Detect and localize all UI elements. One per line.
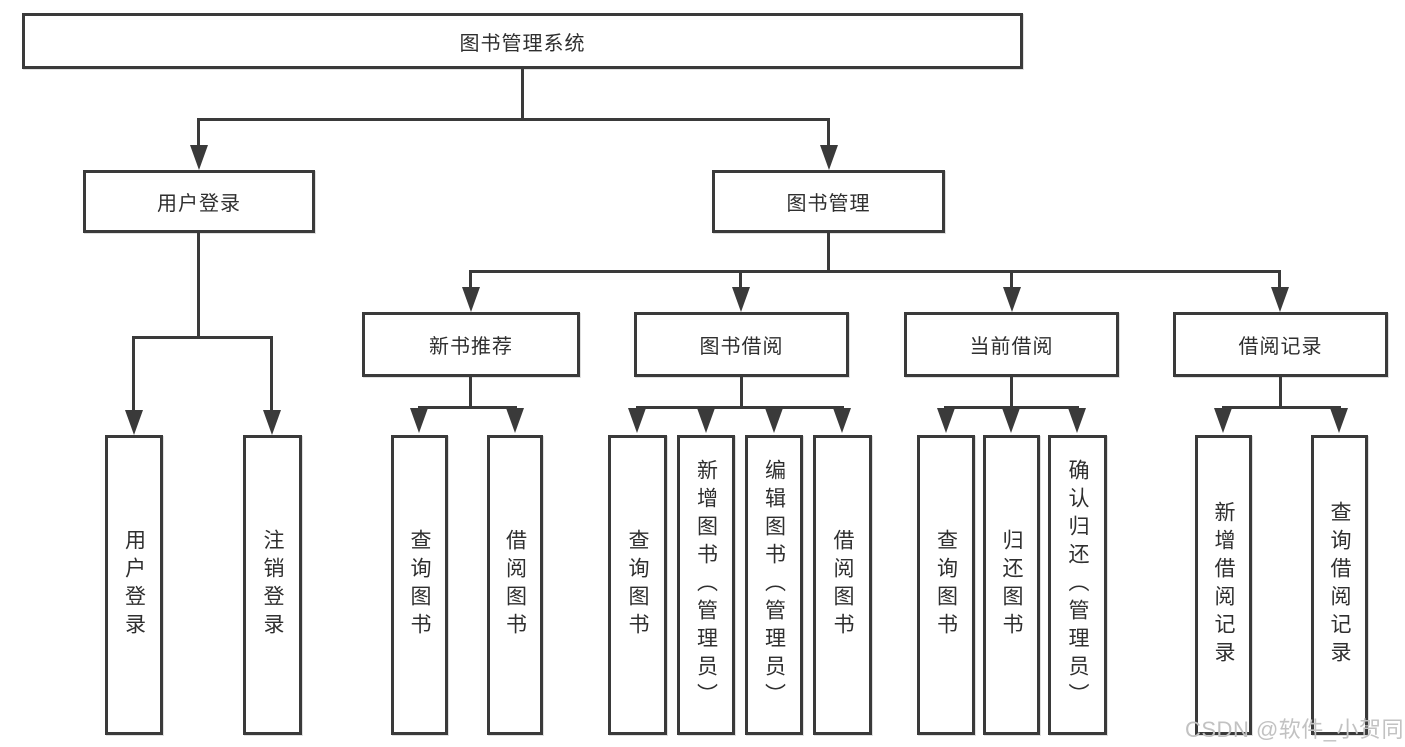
- leaf-borrow-books: 借阅图书: [813, 435, 872, 735]
- connector-user-login-stem: [197, 233, 200, 336]
- connector-root-stem: [521, 69, 524, 118]
- arrow-down-icon: [410, 408, 428, 433]
- arrow-down-icon: [1271, 287, 1289, 312]
- leaf-user-login: 用户登录: [105, 435, 163, 735]
- arrow-down-icon: [1003, 287, 1021, 312]
- connector-branch-leaf-user-login: [132, 336, 135, 411]
- arrow-down-icon: [125, 410, 143, 435]
- connector-branch-book-borrow: [739, 270, 742, 288]
- connector-book-borrow-splitter: [636, 406, 844, 409]
- connector-user-login-splitter: [132, 336, 273, 339]
- arrow-down-icon: [462, 287, 480, 312]
- connector-level1-splitter: [197, 118, 830, 121]
- arrow-down-icon: [190, 145, 208, 170]
- arrow-down-icon: [937, 408, 955, 433]
- arrow-down-icon: [820, 145, 838, 170]
- connector-branch-new-book: [469, 270, 472, 288]
- arrow-down-icon: [765, 408, 783, 433]
- connector-book-management-stem: [827, 233, 830, 270]
- arrow-down-icon: [506, 408, 524, 433]
- connector-new-book-stem: [469, 377, 472, 406]
- connector-current-borrow-splitter: [944, 406, 1079, 409]
- connector-branch-user-login: [197, 118, 200, 146]
- connector-new-book-splitter: [418, 406, 517, 409]
- leaf-logout: 注销登录: [243, 435, 302, 735]
- leaf-add-book-admin: 新增图书（管理员）: [677, 435, 735, 735]
- connector-branch-borrow-records: [1278, 270, 1281, 288]
- leaf-query-books-recommend: 查询图书: [391, 435, 448, 735]
- node-new-book-recommend: 新书推荐: [362, 312, 580, 377]
- connector-branch-leaf-logout: [270, 336, 273, 411]
- node-library-system: 图书管理系统: [22, 13, 1023, 69]
- leaf-return-book: 归还图书: [983, 435, 1040, 735]
- arrow-down-icon: [697, 408, 715, 433]
- connector-level2-splitter: [469, 270, 1281, 273]
- arrow-down-icon: [628, 408, 646, 433]
- connector-branch-book-management: [827, 118, 830, 146]
- connector-borrow-records-splitter: [1222, 406, 1341, 409]
- leaf-add-borrow-record: 新增借阅记录: [1195, 435, 1252, 735]
- leaf-borrow-books-recommend: 借阅图书: [487, 435, 543, 735]
- arrow-down-icon: [263, 410, 281, 435]
- leaf-query-books-borrow: 查询图书: [608, 435, 667, 735]
- connector-book-borrow-stem: [740, 377, 743, 406]
- arrow-down-icon: [1002, 408, 1020, 433]
- node-user-login: 用户登录: [83, 170, 315, 233]
- node-book-borrow: 图书借阅: [634, 312, 849, 377]
- connector-current-borrow-stem: [1010, 377, 1013, 406]
- connector-branch-current-borrow: [1010, 270, 1013, 288]
- node-borrow-records: 借阅记录: [1173, 312, 1388, 377]
- arrow-down-icon: [1330, 408, 1348, 433]
- leaf-query-borrow-record: 查询借阅记录: [1311, 435, 1368, 735]
- leaf-edit-book-admin: 编辑图书（管理员）: [745, 435, 803, 735]
- leaf-query-books-current: 查询图书: [917, 435, 975, 735]
- leaf-confirm-return-admin: 确认归还（管理员）: [1048, 435, 1107, 735]
- node-book-management: 图书管理: [712, 170, 945, 233]
- csdn-watermark: CSDN @软件_小贺同学: [1185, 717, 1405, 742]
- arrow-down-icon: [1214, 408, 1232, 433]
- node-current-borrow: 当前借阅: [904, 312, 1119, 377]
- connector-borrow-records-stem: [1279, 377, 1282, 406]
- arrow-down-icon: [833, 408, 851, 433]
- arrow-down-icon: [1068, 408, 1086, 433]
- arrow-down-icon: [732, 287, 750, 312]
